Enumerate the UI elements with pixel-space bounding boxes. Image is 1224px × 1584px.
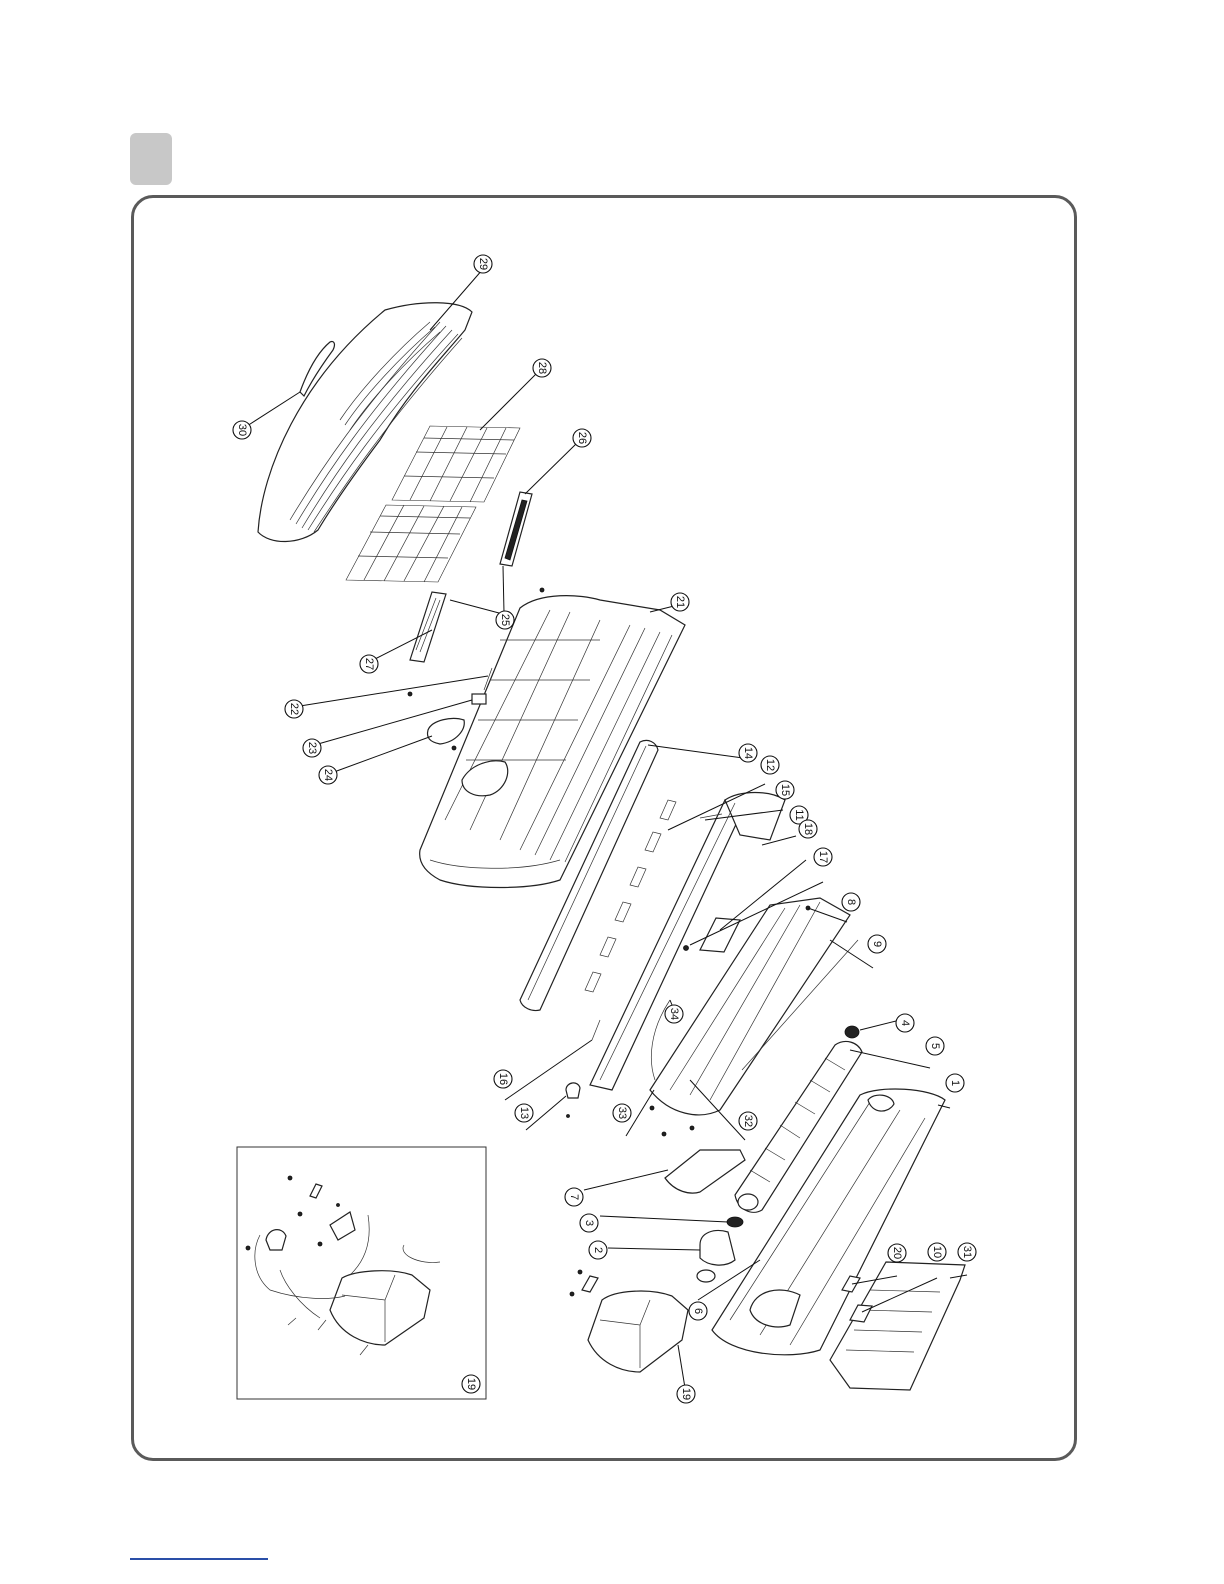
callout-31: 31 [958, 1243, 976, 1261]
svg-text:29: 29 [477, 258, 489, 270]
svg-text:32: 32 [742, 1115, 754, 1127]
svg-text:27: 27 [363, 658, 375, 670]
svg-text:17: 17 [817, 851, 829, 863]
motor-cover [665, 1150, 745, 1193]
callout-19-inset: 19 [462, 1375, 480, 1393]
svg-text:16: 16 [497, 1073, 509, 1085]
callout-19: 19 [677, 1385, 695, 1403]
svg-text:24: 24 [322, 769, 334, 781]
svg-text:23: 23 [306, 742, 318, 754]
svg-text:22: 22 [288, 703, 300, 715]
callout-20: 20 [888, 1244, 906, 1262]
callout-13: 13 [515, 1104, 533, 1122]
svg-text:11: 11 [793, 809, 805, 820]
air-filter-lower [346, 505, 476, 582]
label-23 [472, 694, 486, 704]
svg-text:6: 6 [692, 1308, 704, 1314]
svg-text:2: 2 [592, 1247, 604, 1253]
callout-32: 32 [739, 1112, 757, 1130]
fan-motor [697, 1231, 735, 1282]
svg-text:25: 25 [499, 614, 511, 626]
callout-2: 2 [589, 1241, 607, 1259]
callout-26: 26 [573, 429, 591, 447]
callout-27: 27 [360, 655, 378, 673]
svg-text:19: 19 [465, 1378, 477, 1390]
svg-text:18: 18 [802, 823, 814, 835]
svg-text:8: 8 [845, 899, 857, 905]
callout-3: 3 [580, 1214, 598, 1232]
svg-text:19: 19 [680, 1388, 692, 1400]
callout-10: 10 [928, 1243, 946, 1261]
svg-text:13: 13 [518, 1107, 530, 1119]
svg-text:26: 26 [576, 432, 588, 444]
callout-24: 24 [319, 766, 337, 784]
svg-text:7: 7 [568, 1194, 580, 1200]
callout-14: 14 [739, 744, 757, 762]
callout-8: 8 [842, 893, 860, 911]
callout-28: 28 [533, 359, 551, 377]
bearing [845, 1026, 859, 1038]
air-filter-upper [392, 426, 520, 502]
svg-text:14: 14 [742, 747, 754, 759]
callout-29: 29 [474, 255, 492, 273]
callout-25: 25 [496, 611, 514, 629]
callout-9: 9 [868, 935, 886, 953]
motor-clamp [727, 1217, 743, 1227]
svg-text:30: 30 [236, 424, 248, 436]
svg-text:28: 28 [536, 362, 548, 374]
callout-1: 1 [946, 1074, 964, 1092]
callout-17: 17 [814, 848, 832, 866]
callout-15: 15 [776, 781, 794, 799]
callout-33: 33 [613, 1104, 631, 1122]
svg-text:20: 20 [891, 1247, 903, 1259]
svg-text:5: 5 [929, 1043, 941, 1049]
svg-text:31: 31 [961, 1246, 973, 1258]
callout-22: 22 [285, 700, 303, 718]
svg-text:1: 1 [949, 1080, 961, 1086]
callout-4: 4 [896, 1014, 914, 1032]
callout-18: 18 [799, 820, 817, 838]
svg-text:15: 15 [779, 784, 791, 796]
electric-box [570, 1270, 688, 1372]
callout-21: 21 [671, 593, 689, 611]
svg-text:34: 34 [668, 1008, 680, 1020]
callout-7: 7 [565, 1188, 583, 1206]
callout-34: 34 [665, 1005, 683, 1023]
svg-text:12: 12 [764, 759, 776, 771]
callout-16: 16 [494, 1070, 512, 1088]
svg-text:3: 3 [583, 1220, 595, 1226]
callout-12: 12 [761, 756, 779, 774]
callout-23: 23 [303, 739, 321, 757]
callout-6: 6 [689, 1302, 707, 1320]
callout-5: 5 [926, 1037, 944, 1055]
electric-box-inset [237, 1147, 486, 1399]
svg-text:4: 4 [899, 1020, 911, 1026]
svg-text:21: 21 [674, 596, 686, 608]
svg-text:10: 10 [931, 1246, 943, 1258]
purifying-filter-27 [410, 592, 446, 662]
purifying-filter-26 [500, 492, 532, 566]
svg-text:33: 33 [616, 1107, 628, 1119]
svg-text:9: 9 [871, 941, 883, 947]
callout-30: 30 [233, 421, 251, 439]
front-panel [258, 303, 472, 542]
